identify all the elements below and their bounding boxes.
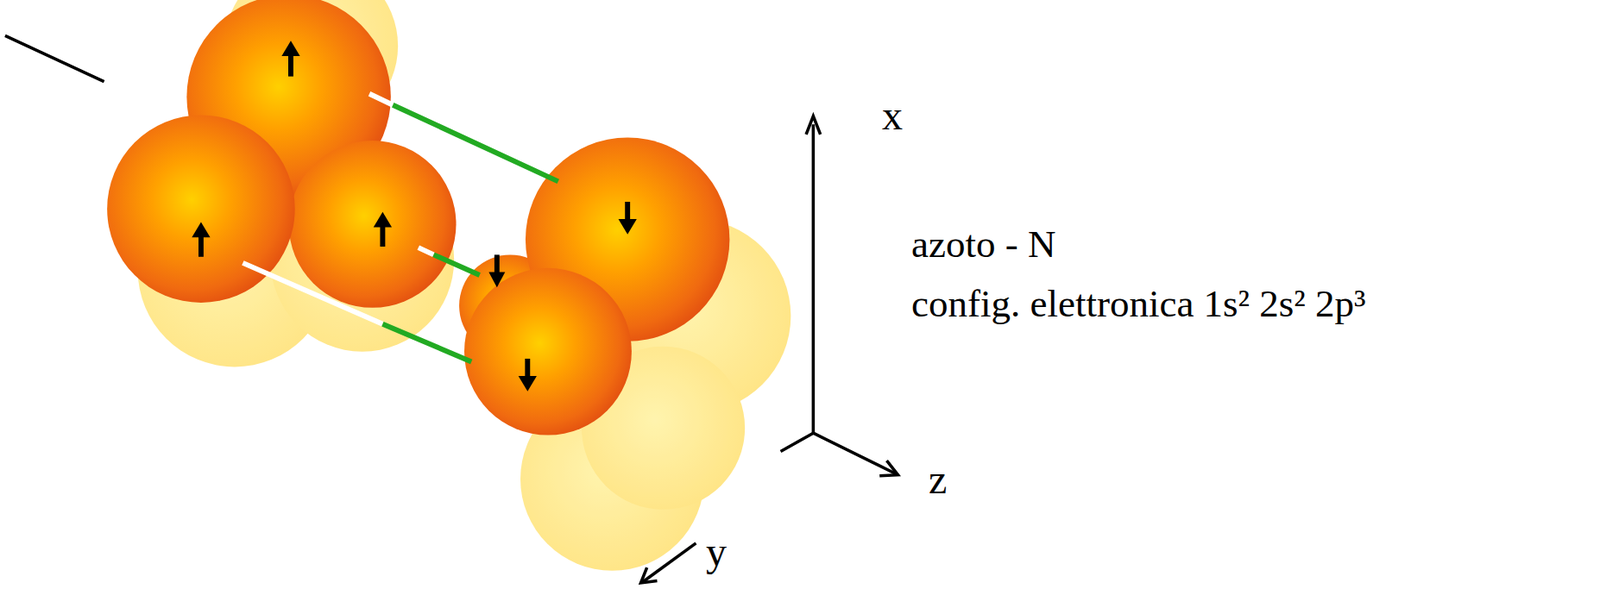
axis-label: y [705,528,727,576]
axis-label: x [881,91,903,139]
orbital-lobes-right [459,138,730,436]
axis-label: z [928,455,947,504]
electron-configuration: config. elettronica 1s² 2s² 2p³ [911,282,1367,328]
bond-lines [242,94,558,363]
axis-line [5,35,105,82]
coordinate-axes [641,116,899,584]
element-name: azoto - N [911,222,1056,268]
spin-arrows [191,40,637,391]
orbital-lobes-left [107,0,456,309]
